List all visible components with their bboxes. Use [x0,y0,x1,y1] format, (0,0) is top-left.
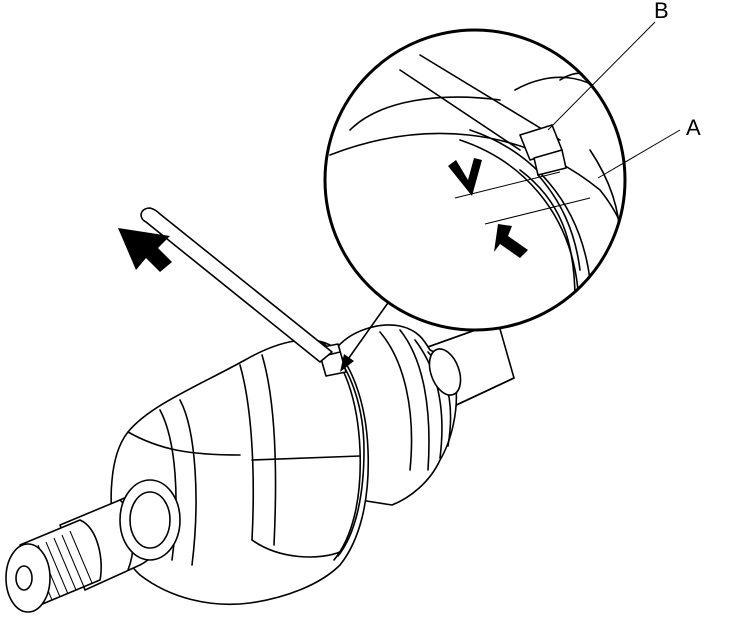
pull-direction-arrow [118,228,172,272]
magnified-detail-view [323,28,627,332]
callout-leader-arrow [340,299,391,372]
spline-end [5,519,102,613]
label-b: B [654,0,669,23]
cv-joint-housing [110,339,370,606]
label-a-leader [597,129,681,179]
label-a: A [686,115,701,140]
band-tail [140,207,333,363]
gap-arrow-upper [448,158,482,196]
gap-arrow-lower [494,224,528,258]
label-b-leader [547,21,656,131]
